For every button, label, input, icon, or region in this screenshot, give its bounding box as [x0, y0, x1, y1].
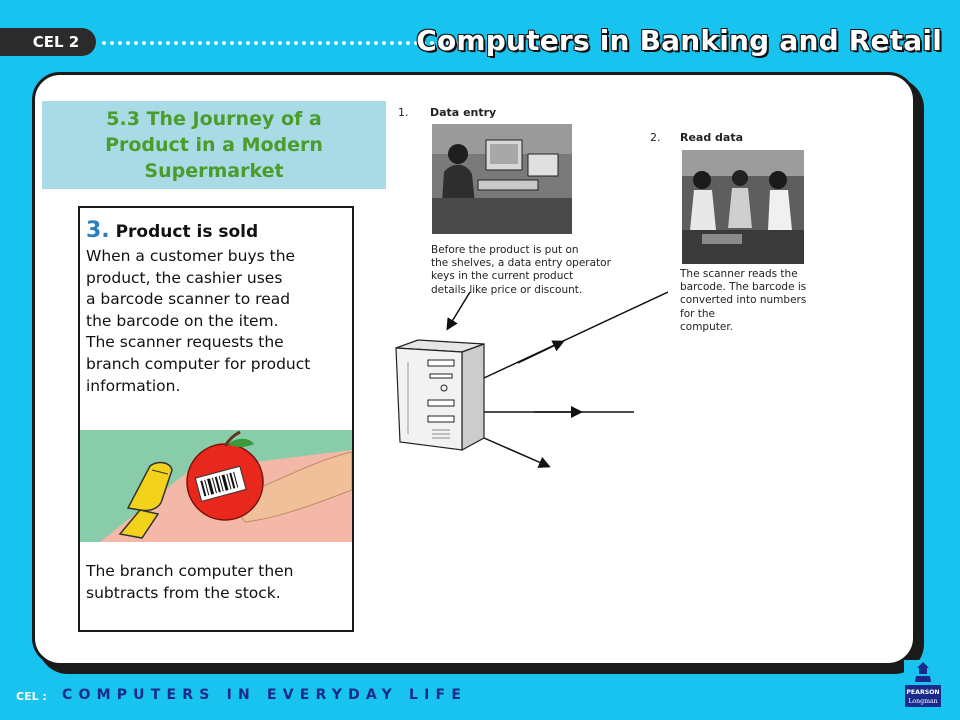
card-number: 3.	[86, 218, 110, 243]
card-body-line: When a customer buys the	[86, 247, 296, 265]
card-footer-line: The branch computer then	[86, 562, 294, 580]
card-body-line: information.	[86, 376, 181, 395]
section-title-line: Supermarket	[144, 160, 284, 182]
data-entry-photo	[432, 124, 572, 234]
step-1-title: Data entry	[430, 106, 497, 119]
card-heading-text: Product is sold	[115, 222, 259, 242]
product-sold-card	[78, 206, 354, 632]
section-title-line: 5.3 The Journey of a	[106, 108, 322, 130]
card-footer: The branch computer then subtracts from …	[86, 560, 352, 604]
slide-title: Computers in Banking and Retail	[416, 24, 942, 57]
barcode-scanner-illustration	[80, 430, 352, 542]
card-body-line: a barcode scanner to read	[86, 290, 291, 309]
footer-subject: COMPUTERS IN EVERYDAY LIFE	[62, 687, 468, 703]
step-1-description: Before the product is put on the shelves…	[431, 244, 641, 297]
card-body: When a customer buys the product, the ca…	[86, 246, 352, 397]
step-1-number: 1.	[398, 106, 409, 119]
header-dotted-line	[100, 41, 472, 45]
card-body-line: product, the cashier uses	[86, 268, 283, 287]
step-2-text-line: computer.	[680, 320, 734, 333]
cel-badge: CEL 2	[0, 28, 96, 56]
card-body-line: the barcode on the item.	[86, 311, 279, 330]
step-2-text-line: The scanner reads the	[680, 268, 798, 280]
section-title-line: Product in a Modern	[105, 134, 323, 156]
card-heading: 3. Product is sold	[86, 218, 352, 243]
step-2-description: The scanner reads the barcode. The barco…	[680, 268, 820, 334]
step-2-text-line: converted into numbers	[680, 294, 807, 307]
card-body-line: The scanner requests the	[86, 333, 284, 352]
step-1-text-line: Before the product is put on	[431, 244, 579, 256]
section-title-panel: 5.3 The Journey of a Product in a Modern…	[42, 101, 386, 189]
card-body-line: branch computer for product	[86, 354, 311, 373]
logo-text-pearson: PEARSON	[906, 689, 939, 696]
pearson-longman-logo: PEARSON Longman	[904, 660, 942, 708]
computer-flow-diagram	[395, 291, 668, 468]
step-2-text-line: for the	[680, 307, 716, 320]
step-2-number: 2.	[650, 131, 661, 144]
footer-label: CEL :	[16, 690, 47, 703]
step-2-text-line: barcode. The barcode is	[680, 281, 807, 294]
step-1-text-line: keys in the current product	[431, 270, 574, 283]
checkout-scanner-photo	[682, 150, 804, 264]
card-footer-line: subtracts from the stock.	[86, 584, 281, 602]
logo-text-longman: Longman	[908, 698, 937, 705]
computer-tower-icon	[395, 339, 485, 452]
step-2-title: Read data	[680, 131, 744, 144]
step-1-text-line: the shelves, a data entry operator	[431, 257, 611, 270]
